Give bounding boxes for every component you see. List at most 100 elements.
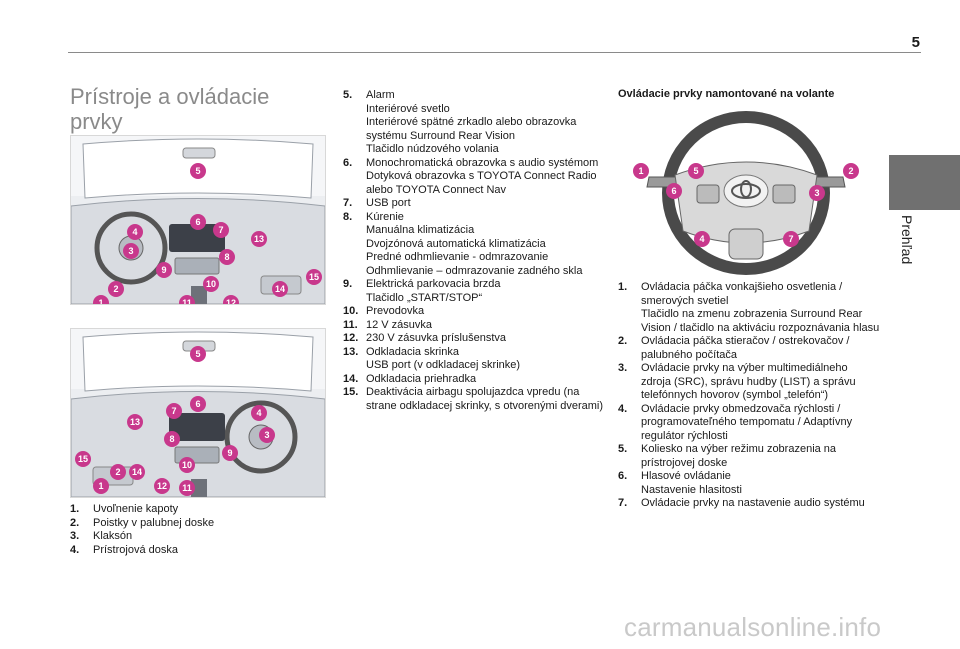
list-item: 2.Poistky v palubnej doske xyxy=(70,517,325,531)
list-item-number: 11. xyxy=(343,318,358,331)
page-title: Prístroje a ovládacie prvky xyxy=(70,84,270,134)
header-rule xyxy=(68,52,921,53)
callout-label: 9 xyxy=(161,265,166,275)
callout-marker xyxy=(259,427,275,443)
list-item-text: Odkladacia skrinka xyxy=(366,345,459,358)
list-item: 5.Koliesko na výber režimu zobrazenia na… xyxy=(618,443,880,470)
callout-label: 6 xyxy=(195,217,200,227)
list-item-text: USB port (v odkladacej skrinke) xyxy=(366,359,521,371)
list-item-number: 12. xyxy=(343,332,359,344)
list-item-text: Interiérové spätné zrkadlo alebo obrazov… xyxy=(366,116,577,142)
callout-label: 14 xyxy=(275,284,285,294)
callout-marker xyxy=(783,231,799,247)
callout-label: 8 xyxy=(224,252,229,262)
callout-label: 12 xyxy=(157,481,167,491)
list-item-text: Prevodovka xyxy=(366,305,425,317)
callout-marker xyxy=(129,464,145,480)
list-item-number: 2. xyxy=(618,335,628,347)
callout-label: 2 xyxy=(113,284,118,294)
callout-label: 15 xyxy=(309,272,319,282)
callout-label: 1 xyxy=(98,298,103,304)
list-item: 1.Ovládacia páčka vonkajšieho osvetlenia… xyxy=(618,281,880,335)
list-item-text: Alarm xyxy=(366,89,395,101)
callout-marker xyxy=(219,249,235,265)
callout-label: 6 xyxy=(195,399,200,409)
section-tab-label: Prehľad xyxy=(899,215,915,265)
callout-marker xyxy=(164,431,180,447)
callout-marker xyxy=(179,480,195,496)
list-item-number: 5. xyxy=(343,89,353,101)
list-item-number: 4. xyxy=(70,543,80,556)
list-item-number: 15. xyxy=(343,386,359,398)
list-item-text: Ovládacie prvky obmedzovača rýchlosti / … xyxy=(641,402,853,442)
callout-label: 7 xyxy=(218,225,223,235)
callout-label: 13 xyxy=(130,417,140,427)
list-item-text: Koliesko na výber režimu zobrazenia na p… xyxy=(641,443,837,469)
list-item: 14.Odkladacia priehradka xyxy=(343,373,605,387)
callout-marker xyxy=(127,224,143,240)
callout-label: 4 xyxy=(256,408,261,418)
callout-marker xyxy=(156,262,172,278)
callout-marker xyxy=(108,281,124,297)
callout-marker xyxy=(127,414,143,430)
callout-label: 10 xyxy=(182,460,192,470)
list-item-text: Monochromatická obrazovka s audio systém… xyxy=(366,156,599,169)
list-item: 7.Ovládacie prvky na nastavenie audio sy… xyxy=(618,497,880,511)
callout-marker xyxy=(190,163,206,179)
callout-label: 14 xyxy=(132,467,142,477)
callout-marker xyxy=(75,451,91,467)
callout-label: 1 xyxy=(638,166,643,176)
list-item-text: Ovládacie prvky na nastavenie audio syst… xyxy=(641,497,865,509)
list-item-number: 6. xyxy=(618,470,628,482)
callout-marker xyxy=(843,163,859,179)
callout-marker xyxy=(251,405,267,421)
list-item-number: 4. xyxy=(618,402,628,415)
list-item-number: 2. xyxy=(70,516,80,529)
callout-label: 2 xyxy=(115,467,120,477)
callout-label: 1 xyxy=(98,481,103,491)
callout-label: 12 xyxy=(226,298,236,304)
callout-label: 5 xyxy=(195,349,200,359)
callout-marker xyxy=(179,457,195,473)
list-item-text: Dotyková obrazovka s TOYOTA Connect Radi… xyxy=(366,170,597,196)
callout-marker xyxy=(93,478,109,494)
list-item-number: 6. xyxy=(343,156,353,169)
list-item-text: Interiérové svetlo xyxy=(366,102,450,115)
list-item-text: Tlačidlo „START/STOP“ xyxy=(366,291,483,304)
list-item-text: USB port xyxy=(366,197,411,209)
callout-label: 3 xyxy=(264,430,269,440)
list-item: 4. Ovládacie prvky obmedzovača rýchlosti … xyxy=(618,403,880,444)
callout-marker xyxy=(809,185,825,201)
list-item-text: Nastavenie hlasitosti xyxy=(641,483,742,496)
list-item-number: 3. xyxy=(618,362,628,374)
list-item: 4.Prístrojová doska xyxy=(70,544,325,558)
list-item-text: Ovládacie prvky na výber multimediálneho… xyxy=(641,362,856,401)
callout-label: 6 xyxy=(671,186,676,196)
callout-label: 13 xyxy=(254,234,264,244)
list-item-number: 1. xyxy=(70,503,80,515)
callout-marker xyxy=(306,269,322,285)
list-item-text: 230 V zásuvka príslušenstva xyxy=(366,332,507,344)
callout-label: 7 xyxy=(788,234,793,244)
watermark: carmanualsonline.info xyxy=(624,612,882,642)
list-item-number: 3. xyxy=(70,530,80,542)
callout-label: 15 xyxy=(78,454,88,464)
list-item-text: Odhmlievanie – odmrazovanie zadného skla xyxy=(366,264,583,277)
list-item: 2.Ovládacia páčka stieračov / ostrekovač… xyxy=(618,335,880,362)
list-item: 15.Deaktivácia airbagu spolujazdca vpred… xyxy=(343,386,605,413)
callout-label: 9 xyxy=(227,448,232,458)
list-item-text: Kúrenie xyxy=(366,210,404,223)
callout-label: 3 xyxy=(128,246,133,256)
callout-marker xyxy=(190,396,206,412)
callout-label: 10 xyxy=(206,279,216,289)
callout-marker xyxy=(190,214,206,230)
callout-marker xyxy=(688,163,704,179)
callout-marker xyxy=(123,243,139,259)
steering-wheel-heading: Ovládacie prvky namontované na volante xyxy=(618,88,835,100)
list-item-number: 9. xyxy=(343,278,353,290)
